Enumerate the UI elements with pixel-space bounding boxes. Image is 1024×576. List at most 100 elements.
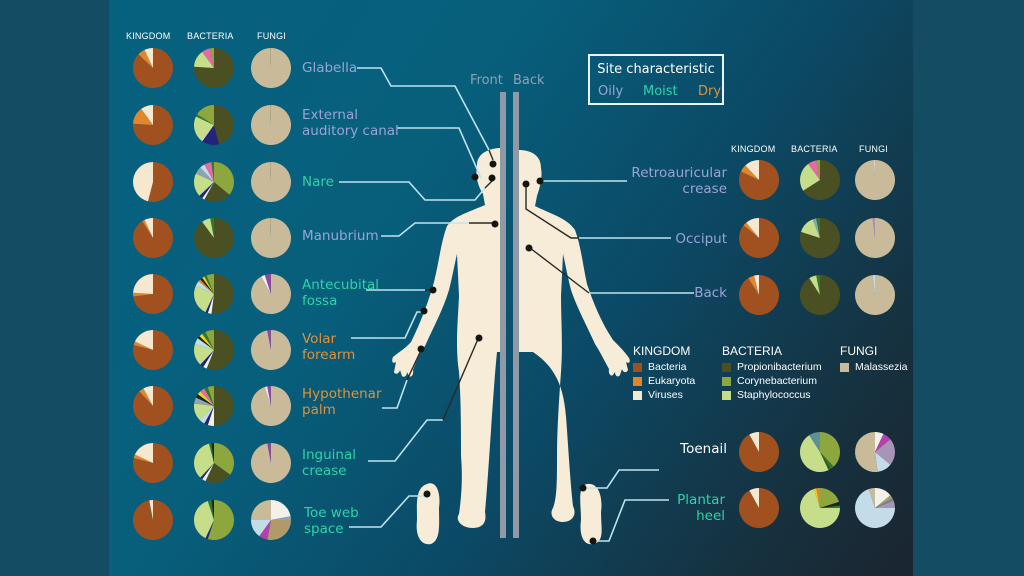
- header-fungi-left: FUNGI: [257, 31, 286, 41]
- site-characteristic-legend: Site characteristic Oily Moist Dry: [588, 54, 724, 105]
- pie-fungi-nare: [251, 162, 292, 203]
- pie-fungi-antecubital-fossa: [250, 274, 291, 314]
- pie-fungi-inguinal-crease: [250, 442, 291, 483]
- pie-fungi-glabella: [251, 47, 292, 89]
- back-label: Back: [513, 73, 545, 88]
- pie-kingdom-occiput: [738, 218, 779, 259]
- pie-bacteria-retroauricular-crease: [799, 159, 840, 200]
- pie-bacteria-inguinal-crease: [194, 443, 235, 484]
- site-label-glabella: Glabella: [302, 60, 358, 76]
- pie-bacteria-nare: [193, 162, 235, 203]
- site-label-toenail: Toenail: [680, 441, 727, 457]
- legend-item-eukaryota: Eukaryota: [633, 374, 695, 388]
- pie-bacteria-toe-web-space: [193, 500, 235, 540]
- pie-kingdom-external-auditory-canal: [133, 104, 174, 145]
- header-bacteria-right: BACTERIA: [791, 144, 838, 154]
- pie-kingdom-antecubital-fossa: [133, 274, 174, 315]
- pie-fungi-volar-forearm: [250, 329, 291, 370]
- swatch-icon: [722, 390, 731, 400]
- pie-bacteria-glabella: [194, 47, 235, 89]
- legend-kingdom-title: KINGDOM: [633, 344, 691, 358]
- pie-fungi-toenail: [854, 431, 896, 472]
- header-kingdom-right: KINGDOM: [731, 144, 776, 154]
- legend-item-viruses: Viruses: [633, 388, 695, 402]
- pie-fungi-occiput: [855, 218, 896, 258]
- site-legend-oily: Oily: [598, 84, 624, 99]
- legend-item-bacteria: Bacteria: [633, 360, 695, 374]
- pie-bacteria-hypothenar-palm: [194, 386, 234, 426]
- swatch-icon: [840, 362, 849, 372]
- back-body-silhouette: [519, 150, 630, 522]
- pie-kingdom-hypothenar-palm: [133, 385, 174, 426]
- pie-bacteria-plantar-heel: [800, 487, 841, 529]
- legend-fungi-title: FUNGI: [840, 344, 878, 358]
- swatch-icon: [633, 362, 642, 372]
- pie-bacteria-occiput: [800, 217, 841, 258]
- pie-fungi-back: [855, 275, 896, 315]
- pie-bacteria-back: [799, 275, 840, 315]
- left-foot-sole: [416, 483, 440, 545]
- pie-kingdom-manubrium: [132, 218, 173, 258]
- pie-bacteria-volar-forearm: [194, 330, 234, 370]
- legend-item-staphylococcus: Staphylococcus: [722, 388, 822, 402]
- swatch-icon: [722, 362, 731, 372]
- pie-kingdom-glabella: [133, 47, 174, 88]
- pie-kingdom-nare: [133, 162, 174, 202]
- pie-bacteria-manubrium: [193, 217, 234, 259]
- legend-item-malassezia: Malassezia: [840, 360, 908, 374]
- site-legend-dry: Dry: [698, 84, 722, 99]
- pie-fungi-plantar-heel: [854, 488, 895, 529]
- swatch-icon: [633, 376, 642, 386]
- pie-fungi-external-auditory-canal: [251, 105, 292, 145]
- header-bacteria-left: BACTERIA: [187, 31, 234, 41]
- pie-bacteria-antecubital-fossa: [193, 274, 235, 314]
- taxa-legend-kingdom: KINGDOM Bacteria Eukaryota Viruses: [633, 344, 695, 402]
- legend-bacteria-title: BACTERIA: [722, 344, 783, 358]
- pie-kingdom-volar-forearm: [133, 330, 174, 370]
- pie-bacteria-toenail: [799, 432, 840, 473]
- taxa-legend-fungi: FUNGI Malassezia: [840, 344, 908, 374]
- pie-fungi-toe-web-space: [251, 499, 291, 541]
- header-kingdom-left: KINGDOM: [126, 31, 171, 41]
- front-divider: [500, 92, 506, 538]
- body-diagram: [132, 47, 896, 545]
- legend-item-corynebacterium: Corynebacterium: [722, 374, 822, 388]
- site-legend-moist: Moist: [643, 84, 678, 99]
- site-label-back: Back: [694, 285, 727, 301]
- pie-kingdom-back: [738, 275, 779, 315]
- site-label-nare: Nare: [302, 174, 334, 190]
- pie-kingdom-retroauricular-crease: [738, 160, 779, 200]
- pie-fungi-manubrium: [251, 218, 292, 259]
- front-label: Front: [470, 73, 503, 88]
- pie-fungi-retroauricular-crease: [855, 160, 896, 200]
- pie-fungi-hypothenar-palm: [251, 386, 292, 427]
- pie-kingdom-toenail: [738, 432, 779, 472]
- pie-kingdom-toe-web-space: [132, 499, 173, 540]
- right-foot-sole: [580, 483, 602, 545]
- legend-item-propionibacterium: Propionibacterium: [722, 360, 822, 374]
- swatch-icon: [722, 376, 731, 386]
- pie-charts: [132, 47, 896, 541]
- pie-bacteria-external-auditory-canal: [193, 105, 234, 145]
- taxa-legend-bacteria: BACTERIA Propionibacterium Corynebacteri…: [722, 344, 822, 402]
- connector-lines: [339, 67, 694, 542]
- front-body-silhouette: [392, 148, 500, 528]
- body-connector-lines: [406, 149, 590, 421]
- site-label-occiput: Occiput: [675, 231, 727, 247]
- site-dots: [417, 160, 597, 545]
- infographic: KINGDOM BACTERIA FUNGI KINGDOM BACTERIA …: [109, 0, 913, 576]
- site-legend-title: Site characteristic: [597, 62, 715, 77]
- pie-kingdom-inguinal-crease: [133, 442, 174, 483]
- site-label-manubrium: Manubrium: [302, 228, 379, 244]
- back-divider: [513, 92, 519, 538]
- header-fungi-right: FUNGI: [859, 144, 888, 154]
- pie-kingdom-plantar-heel: [738, 488, 779, 528]
